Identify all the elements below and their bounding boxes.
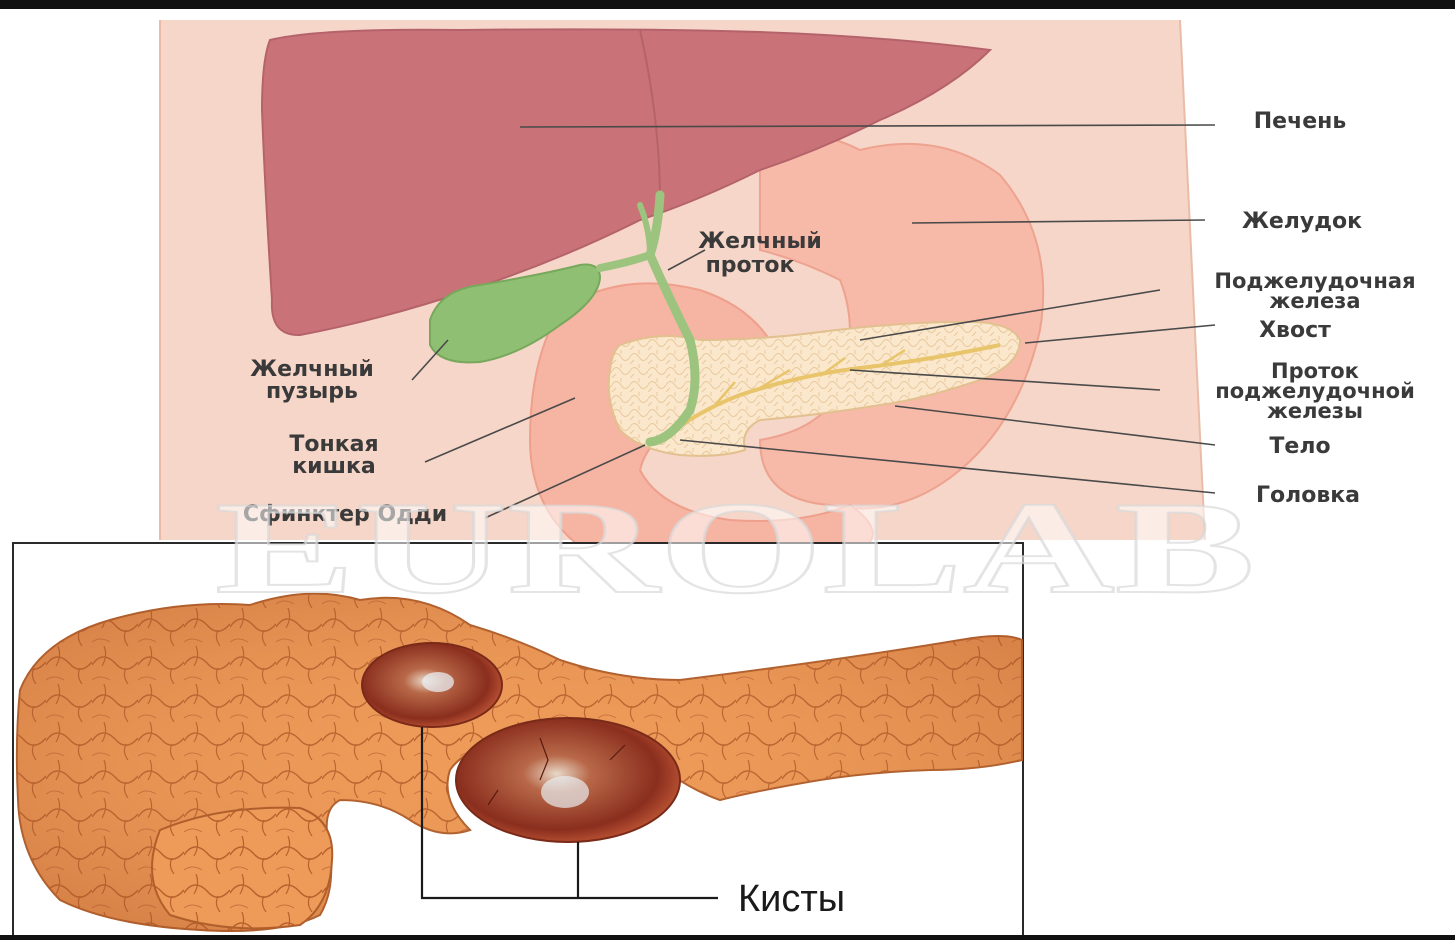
- watermark-eurolab: EUROLAB: [215, 474, 1255, 621]
- label-cysts: Кисты: [738, 878, 845, 920]
- label-liver: Печень: [1254, 109, 1346, 134]
- bottom-border: [0, 935, 1455, 940]
- label-pancreas-line2: железа: [1269, 289, 1360, 313]
- label-body: Тело: [1269, 434, 1330, 459]
- label-head: Головка: [1256, 483, 1360, 508]
- label-tail: Хвост: [1259, 318, 1331, 343]
- label-gallbladder-line2: пузырь: [266, 379, 358, 404]
- label-bile-duct-line1: Желчный: [698, 229, 822, 254]
- pancreas-photo-lower-lobe: [152, 808, 332, 929]
- label-pancreatic-duct-line3: железы: [1267, 399, 1363, 423]
- label-stomach: Желудок: [1242, 209, 1362, 234]
- label-bile-duct-line2: проток: [706, 253, 795, 278]
